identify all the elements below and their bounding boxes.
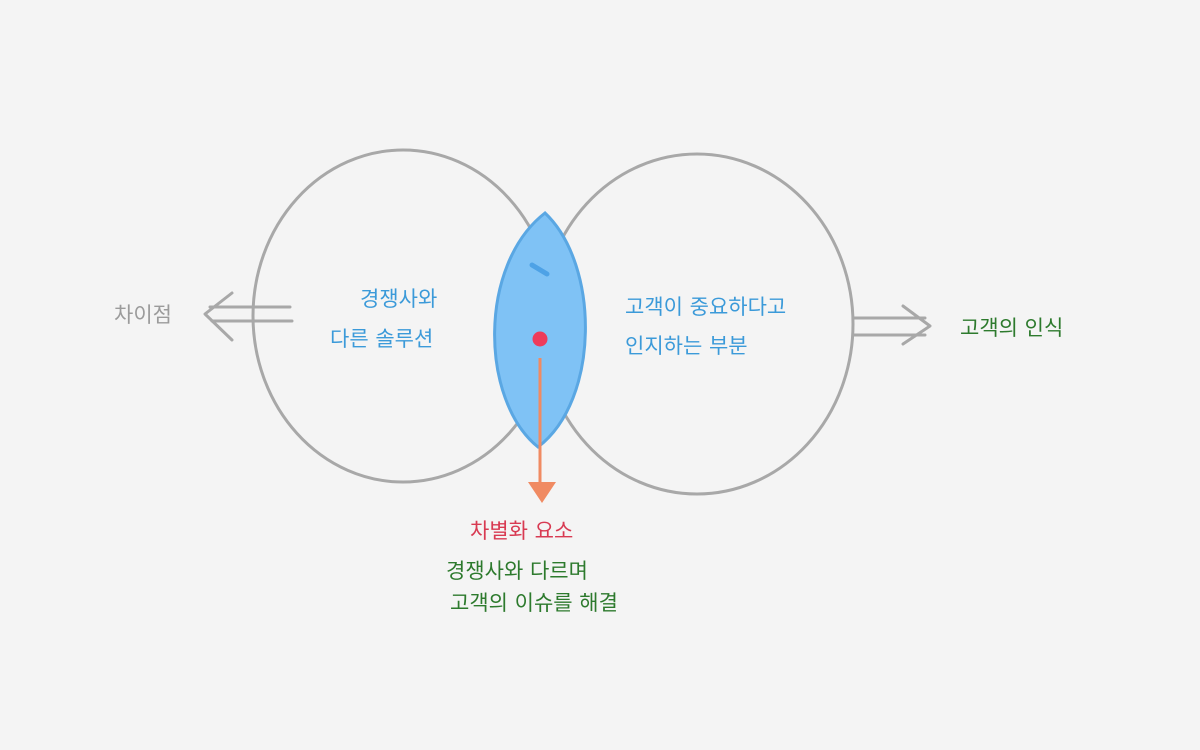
intersection-desc-line2: 고객의 이슈를 해결: [450, 591, 618, 615]
left-arrow-label: 차이점: [114, 303, 172, 327]
left-circle-label-line2: 다른 솔루션: [330, 327, 434, 351]
left-arrow: [203, 291, 294, 342]
differentiator-dot: [532, 331, 548, 347]
right-circle: [539, 152, 855, 496]
right-circle-label-line1: 고객이 중요하다고: [625, 295, 787, 319]
overlap-region: [493, 211, 587, 449]
right-circle-label-line2: 인지하는 부분: [625, 334, 748, 358]
right-arrow: [851, 304, 932, 346]
right-arrow-label: 고객의 인식: [960, 316, 1064, 340]
intersection-title: 차별화 요소: [470, 519, 574, 543]
pointer-arrow-head: [528, 482, 556, 503]
left-circle-label-line1: 경쟁사와: [360, 287, 438, 311]
intersection-desc-line1: 경쟁사와 다르며: [446, 559, 588, 583]
overlap-tick-mark: [529, 262, 550, 277]
